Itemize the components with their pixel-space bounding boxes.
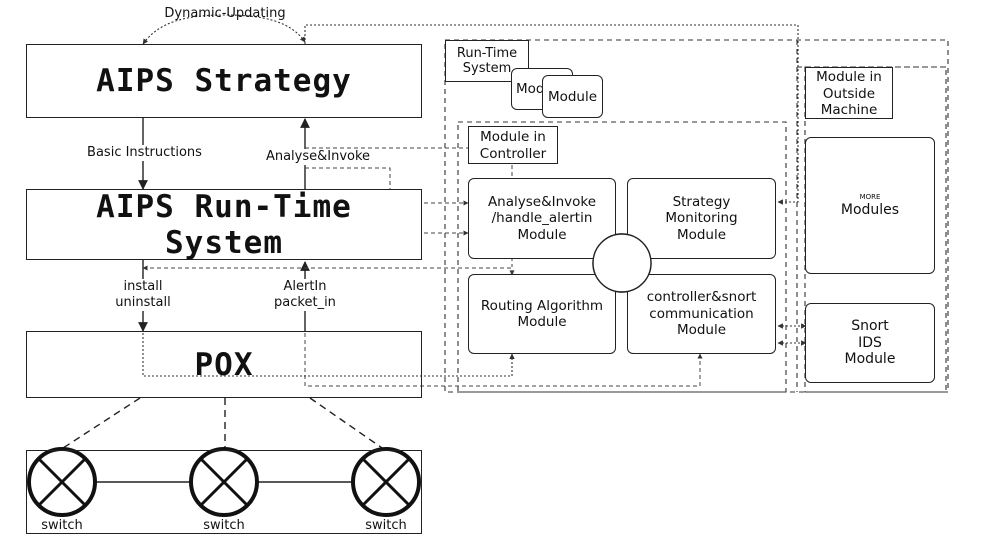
more-small-label: MORE [859,192,881,201]
aips-runtime-box: AIPS Run-Time System [26,189,422,261]
alertin-packetin-label: AlertIn packet_in [264,279,346,311]
switch-label-1: switch [41,518,83,533]
outer-frame [444,39,949,393]
pox-box: POX [26,331,422,398]
controller-snort-communication-module: controller&snort communication Module [627,274,776,354]
strategy-monitoring-module: Strategy Monitoring Module [627,178,776,259]
more-modules-label: Modules [840,201,900,218]
controller-frame [457,121,787,393]
strategy-monitor-link [304,24,799,205]
switch-icon-3 [351,447,421,517]
switch-icon-1 [27,447,97,517]
dynamic-updating-label: Dynamic-Updating [164,6,286,21]
module-stack-front: Module [542,75,603,118]
more-modules-box: MORE Modules [805,137,935,274]
module-outside-machine-tag: Module in Outside Machine [805,67,893,119]
routing-algorithm-module: Routing Algorithm Module [468,274,616,354]
basic-instructions-label: Basic Instructions [72,145,217,161]
analyse-invoke-module: Analyse&Invoke /handle_alertin Module [468,178,616,259]
switch-icon-2 [189,447,259,517]
switch-label-3: switch [365,518,407,533]
analyse-invoke-label: Analyse&Invoke [256,149,380,165]
switches-frame [26,450,422,534]
module-in-controller-tag: Module in Controller [468,126,558,164]
pox-title: POX [194,346,254,383]
module-stack-front-label: Module [547,88,598,105]
aips-strategy-box: AIPS Strategy [26,44,422,118]
snort-ids-module: Snort IDS Module [805,303,935,383]
module-stack-back-label: Mod [516,81,545,97]
install-uninstall-label: install uninstall [110,279,176,311]
dynamic-updating-arrow [142,14,306,45]
switch-label-2: switch [203,518,245,533]
